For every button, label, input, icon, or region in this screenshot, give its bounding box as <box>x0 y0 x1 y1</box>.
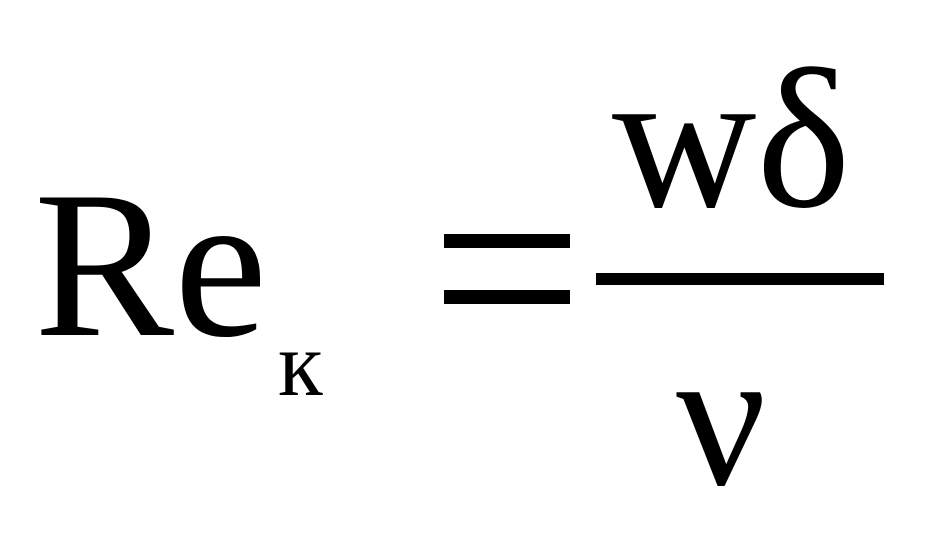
fraction-numerator: wδ <box>612 29 851 250</box>
formula-lhs-base: Re <box>34 149 268 381</box>
fraction-denominator: ν <box>676 307 767 528</box>
equals-sign-bottom-bar <box>444 290 570 304</box>
equals-sign <box>444 234 570 304</box>
formula-lhs-subscript: к <box>278 313 323 415</box>
equals-sign-top-bar <box>444 234 570 248</box>
fraction-bar <box>596 273 884 285</box>
